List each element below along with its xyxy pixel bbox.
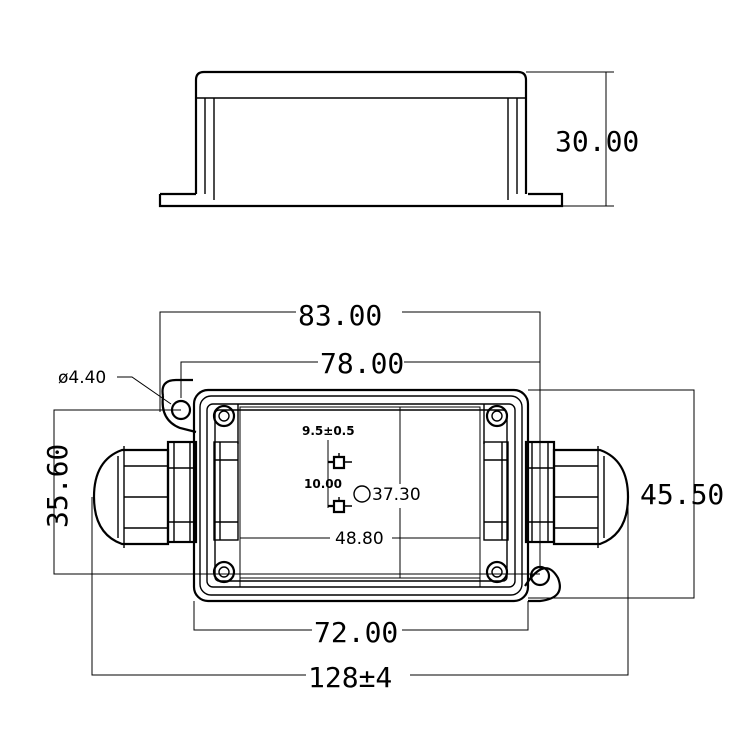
- side-body: [194, 70, 528, 194]
- terminal-pitch-label: 9.5±0.5: [302, 424, 355, 438]
- width-72-dimension-line: [193, 601, 529, 631]
- height-dimension-label: 30.00: [555, 125, 639, 158]
- length-128-label: 128±4: [308, 661, 392, 694]
- terminal-contact-upper: [328, 453, 352, 470]
- inner-width-label: 48.80: [335, 529, 384, 549]
- height-35-dimension-line: [53, 409, 540, 575]
- width-78-dimension-line: [180, 361, 540, 398]
- enclosure-body-outer: [192, 388, 530, 603]
- height-dimension-line: [526, 71, 614, 207]
- flange-ear-right: [524, 567, 561, 603]
- center-marker-circle: [353, 485, 371, 503]
- width-72-label: 72.00: [314, 616, 398, 649]
- corner-screws: [212, 404, 509, 584]
- hole-diameter-label: ø4.40: [58, 368, 106, 388]
- cable-gland-right: [524, 440, 630, 548]
- mounting-hole-right: [529, 565, 551, 587]
- height-45-dimension-line: [528, 389, 695, 599]
- width-83-label: 83.00: [298, 299, 382, 332]
- width-78-label: 78.00: [320, 347, 404, 380]
- top-view: 83.00 78.00 ø4.40: [41, 299, 724, 694]
- flange-ear-left: [161, 378, 193, 397]
- width-83-dimension-line: [159, 311, 541, 570]
- height-45-label: 45.50: [640, 478, 724, 511]
- side-view: 30.00: [158, 70, 639, 208]
- length-128-dimension-line: [91, 497, 629, 676]
- terminal-gap-label: 10.00: [304, 477, 342, 491]
- terminal-contact-lower: [328, 497, 352, 514]
- inner-height-label: 37.30: [372, 485, 421, 505]
- side-rib-left: [213, 441, 239, 541]
- hole-diameter-leader: [117, 376, 172, 405]
- side-rib-right: [483, 441, 509, 541]
- side-flange: [158, 192, 564, 208]
- inner-cavity: [239, 406, 481, 579]
- height-35-label: 35.60: [41, 444, 74, 528]
- enclosure-lid-edge: [206, 403, 516, 588]
- cable-gland-left: [92, 440, 198, 548]
